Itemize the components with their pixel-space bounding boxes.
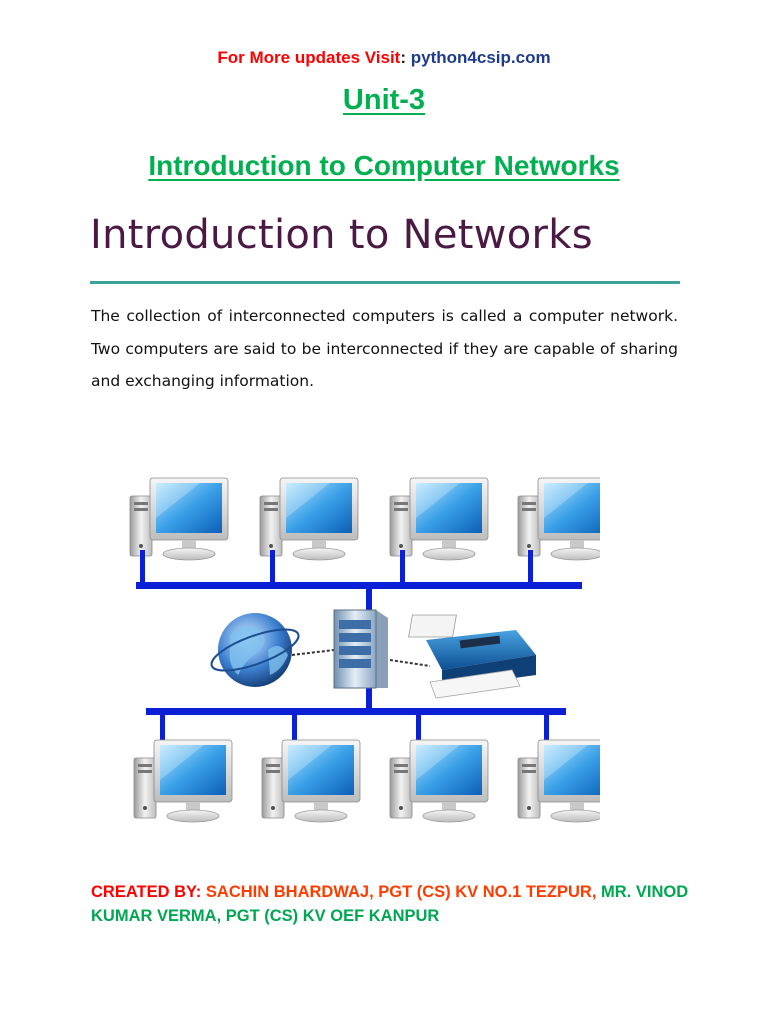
credits-author1: SACHIN BHARDWAJ, PGT (CS) KV NO.1 TEZPUR… <box>205 883 597 901</box>
credits-author2: MR. VINOD KUMAR VERMA, PGT (CS) KV OEF K… <box>91 883 689 925</box>
globe-icon <box>210 613 300 687</box>
top-bus-line <box>136 582 582 589</box>
section-heading: Introduction to Networks <box>90 212 593 258</box>
computer-icon <box>133 739 233 823</box>
computer-icon <box>517 739 600 823</box>
server-icon <box>333 609 388 689</box>
visit-colon: : <box>400 48 407 67</box>
printer-icon <box>408 614 536 699</box>
unit-title: Unit-3 <box>0 84 768 117</box>
network-diagram <box>129 477 600 823</box>
unit-label: Unit-3 <box>342 84 426 116</box>
heading-rule <box>90 281 680 284</box>
chapter-subtitle: Introduction to Computer Networks <box>0 150 768 182</box>
computer-icon <box>517 477 600 561</box>
computer-icon <box>261 739 361 823</box>
subtitle-text: Introduction to Computer Networks <box>148 150 620 181</box>
updates-line: For More updates Visit: python4csip.com <box>0 48 768 68</box>
computer-icon <box>259 477 359 561</box>
visit-label: For More updates Visit <box>217 48 401 67</box>
bottom-bus-line <box>146 708 566 715</box>
computer-icon <box>129 477 229 561</box>
computer-icon <box>389 739 489 823</box>
intro-paragraph: The collection of interconnected compute… <box>91 307 678 390</box>
credits: CREATED BY: SACHIN BHARDWAJ, PGT (CS) KV… <box>91 880 741 928</box>
site-link[interactable]: python4csip.com <box>410 48 551 67</box>
computer-icon <box>389 477 489 561</box>
credits-label: CREATED BY: <box>91 883 202 901</box>
